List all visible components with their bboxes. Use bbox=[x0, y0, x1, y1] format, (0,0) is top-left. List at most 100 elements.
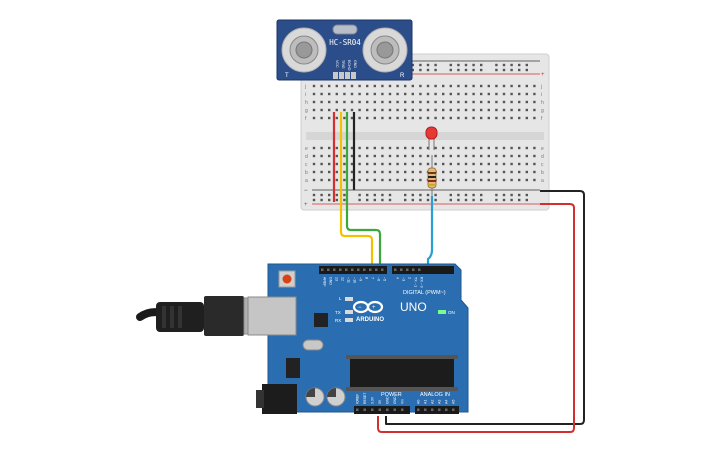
analog-header-label: ANALOG IN bbox=[420, 392, 450, 398]
row-letter: j bbox=[304, 84, 306, 90]
tx-label: TX bbox=[335, 310, 341, 315]
row-letter: c bbox=[541, 162, 544, 168]
svg-text:+: + bbox=[372, 305, 376, 311]
row-letter: e bbox=[305, 146, 308, 152]
sensor-model-label: HC-SR04 bbox=[329, 38, 361, 47]
pin-label-gnd: GND bbox=[353, 60, 357, 68]
digital-header-label: DIGITAL (PWM~) bbox=[403, 290, 446, 296]
power-pin-label: 5V bbox=[378, 399, 382, 404]
pin-label-trig: TRIG bbox=[341, 60, 345, 69]
wires bbox=[339, 190, 585, 433]
digital-pin-label: ~5 bbox=[383, 277, 387, 281]
blue-wire bbox=[426, 196, 434, 268]
digital-header-right bbox=[392, 266, 454, 274]
digital-pin-label: 7 bbox=[371, 277, 375, 279]
row-letter: c bbox=[305, 162, 308, 168]
crystal-icon bbox=[332, 24, 358, 35]
digital-pin-label: ~3 bbox=[402, 277, 406, 281]
row-letter: b bbox=[305, 170, 308, 176]
row-letter: d bbox=[305, 154, 308, 160]
row-letter: a bbox=[541, 178, 544, 184]
model-label: UNO bbox=[400, 300, 427, 314]
crystal-oscillator bbox=[302, 339, 324, 351]
brand-label: ARDUINO bbox=[356, 317, 384, 323]
sensor-t-mark: T bbox=[285, 73, 289, 79]
power-header-label: POWER bbox=[381, 392, 402, 398]
led bbox=[425, 126, 438, 150]
reset-icon bbox=[282, 274, 292, 284]
yellow-wire bbox=[339, 215, 374, 268]
atmega-chip bbox=[350, 358, 454, 388]
usb-chip bbox=[314, 313, 328, 327]
green-wire bbox=[345, 215, 382, 268]
row-letter: a bbox=[305, 178, 308, 184]
row-letter: h bbox=[305, 100, 308, 106]
svg-text:−: − bbox=[358, 305, 362, 311]
digital-pin-label: ~10 bbox=[353, 277, 357, 283]
on-led bbox=[438, 310, 446, 314]
analog-pin-label: A4 bbox=[445, 400, 449, 404]
digital-pin-label: 2 bbox=[408, 277, 412, 279]
power-pin-label: RESET bbox=[363, 393, 367, 404]
digital-pin-label: 13 bbox=[335, 277, 339, 281]
analog-header bbox=[415, 406, 459, 414]
pin-label-vcc: VCC bbox=[335, 60, 339, 68]
row-letter: d bbox=[541, 154, 544, 160]
row-letter: h bbox=[541, 100, 544, 106]
analog-pin-label: A5 bbox=[452, 400, 456, 404]
power-pin-label: 3.3V bbox=[371, 396, 375, 404]
breadboard-holes bbox=[312, 63, 536, 202]
power-header bbox=[354, 406, 410, 414]
black-wire bbox=[385, 190, 585, 425]
l-label: L bbox=[339, 296, 342, 301]
rail-plus-label-bottom: + bbox=[304, 202, 308, 208]
digital-pin-label: ~11 bbox=[347, 277, 351, 283]
ultrasonic-sensor: HC-SR04 T R VCC TRIG ECHO GND bbox=[276, 19, 413, 81]
row-letter: i bbox=[305, 92, 306, 98]
power-pin-label: GND bbox=[386, 396, 390, 404]
power-jack bbox=[262, 384, 297, 414]
breadboard-jumpers bbox=[332, 112, 356, 215]
analog-pin-label: A3 bbox=[438, 400, 442, 404]
voltage-regulator bbox=[286, 358, 300, 378]
analog-pin-label: A1 bbox=[424, 400, 428, 404]
analog-pin-label: A0 bbox=[417, 400, 421, 404]
red-wire bbox=[377, 203, 575, 433]
digital-pin-label: RX←0 bbox=[420, 277, 424, 288]
sensor-r-mark: R bbox=[400, 73, 405, 79]
pin-label-echo: ECHO bbox=[347, 60, 351, 71]
rail-minus-label-bottom: − bbox=[304, 188, 308, 194]
digital-pin-label: TX→1 bbox=[414, 277, 418, 287]
analog-pin-label: A2 bbox=[431, 400, 435, 404]
usb-jack bbox=[247, 296, 297, 336]
digital-pin-label: GND bbox=[329, 277, 333, 285]
row-letter: e bbox=[541, 146, 544, 152]
sensor-pin-labels: VCC TRIG ECHO GND bbox=[335, 60, 357, 71]
row-letter: j bbox=[540, 84, 542, 90]
power-pin-label: IOREF bbox=[356, 394, 360, 404]
digital-pin-label: AREF bbox=[323, 277, 327, 287]
digital-pin-label: ~6 bbox=[377, 277, 381, 281]
rail-plus-label-right: + bbox=[541, 72, 545, 78]
digital-pin-label: 12 bbox=[341, 277, 345, 281]
digital-pin-label: 8 bbox=[365, 277, 369, 279]
row-letter: f bbox=[305, 116, 307, 122]
power-pin-label: GND bbox=[393, 396, 397, 404]
rx-label: RX bbox=[335, 318, 341, 323]
power-pin-label: Vin bbox=[401, 399, 405, 404]
digital-pin-label: 4 bbox=[396, 277, 400, 279]
arduino-logo-icon bbox=[352, 300, 384, 314]
row-letter: b bbox=[541, 170, 544, 176]
on-label: ON bbox=[448, 310, 455, 315]
row-letter: i bbox=[541, 92, 542, 98]
row-letter: g bbox=[305, 108, 308, 114]
row-letter: g bbox=[541, 108, 544, 114]
resistor bbox=[427, 155, 437, 196]
digital-pin-label: ~9 bbox=[359, 277, 363, 281]
